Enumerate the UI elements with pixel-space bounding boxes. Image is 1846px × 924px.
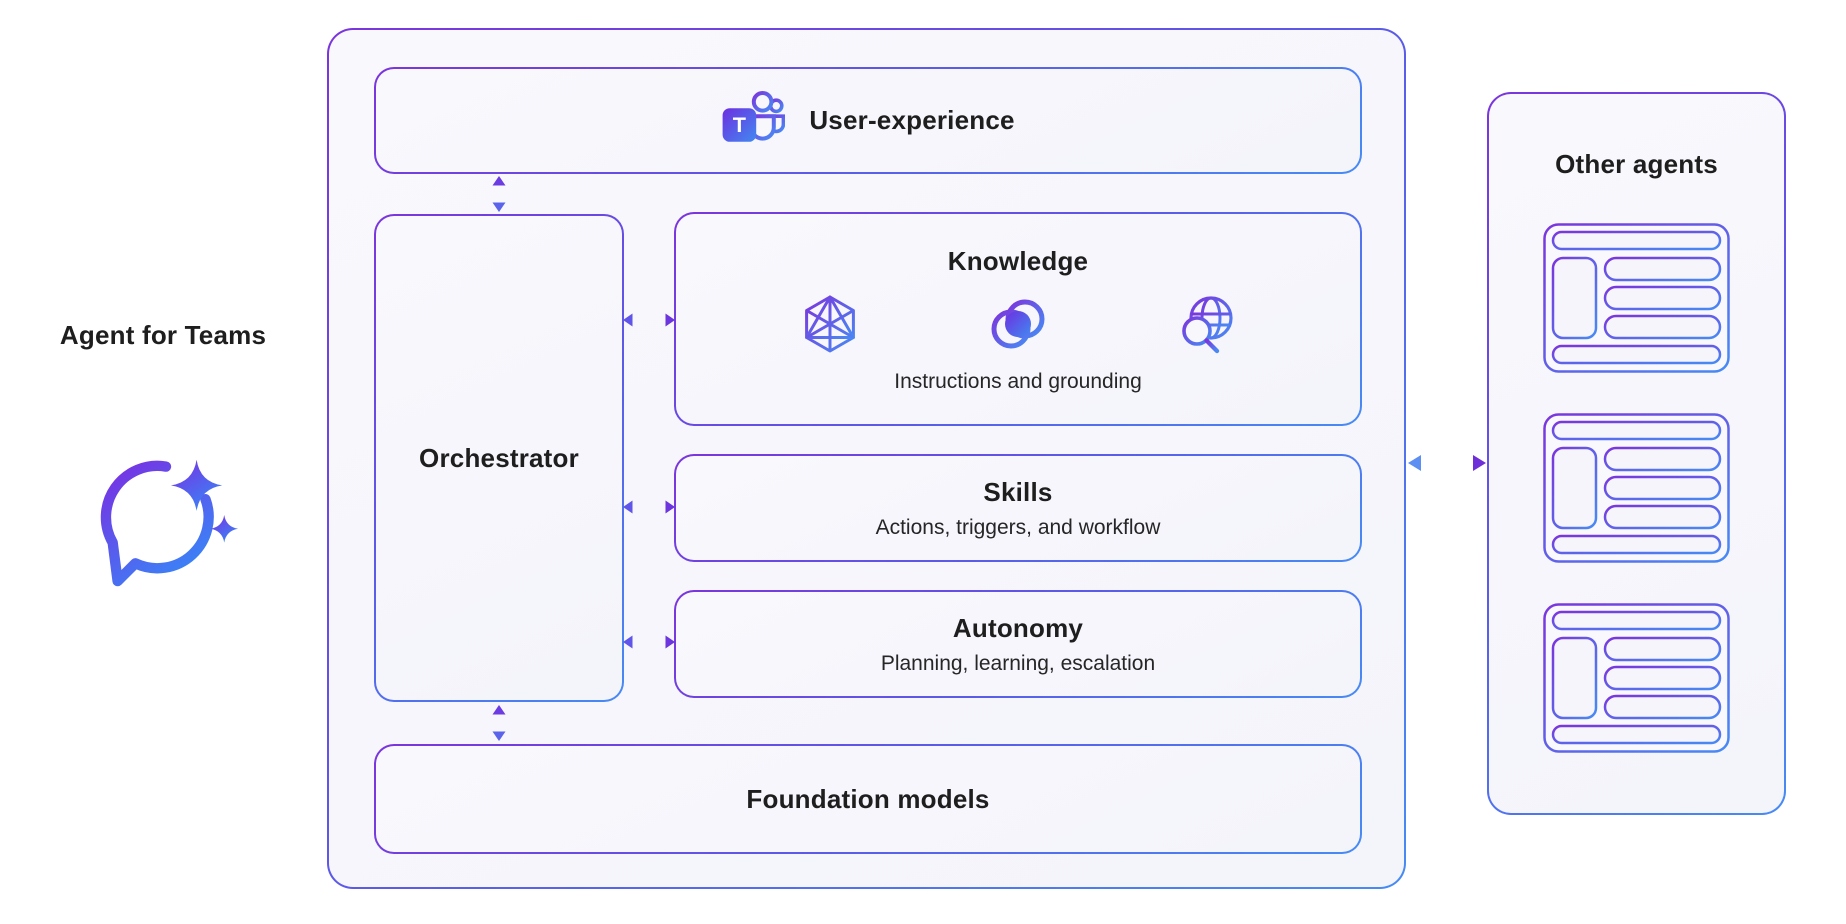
user-experience-title: User-experience	[809, 105, 1015, 135]
skills-caption: Actions, triggers, and workflow	[875, 515, 1161, 539]
arrow-orchestrator-skills	[623, 496, 675, 518]
icosahedron-icon	[797, 291, 863, 357]
arrow-dashed-other-agents	[1406, 450, 1488, 476]
autonomy-title: Autonomy	[952, 612, 1084, 643]
agent-window-icon	[1543, 603, 1730, 753]
chat-sparkle-icon	[86, 436, 244, 589]
arrow-orchestrator-autonomy	[623, 631, 675, 653]
knowledge-title: Knowledge	[947, 246, 1089, 276]
arrow-ux-orchestrator	[488, 176, 510, 212]
orchestrator-box: Orchestrator	[374, 214, 624, 702]
teams-icon: T	[721, 89, 786, 153]
autonomy-caption: Planning, learning, escalation	[880, 651, 1156, 675]
agent-for-teams-label: Agent for Teams	[59, 320, 267, 350]
arrow-orchestrator-foundation	[488, 705, 510, 741]
user-experience-box: T User-experience	[374, 67, 1362, 174]
other-agents-panel: Other agents	[1487, 92, 1786, 815]
agent-window-icon	[1543, 413, 1730, 563]
orchestrator-title: Orchestrator	[419, 442, 579, 473]
svg-text:T: T	[733, 112, 746, 137]
other-agents-title: Other agents	[1555, 149, 1718, 179]
globe-search-icon	[1173, 291, 1239, 357]
skills-box: Skills Actions, triggers, and workflow	[674, 454, 1362, 562]
agent-window-icon	[1543, 223, 1730, 373]
knowledge-box: Knowledge	[674, 212, 1362, 426]
autonomy-box: Autonomy Planning, learning, escalation	[674, 590, 1362, 698]
foundation-models-title: Foundation models	[746, 783, 990, 814]
vortex-icon	[985, 291, 1051, 357]
foundation-models-box: Foundation models	[374, 744, 1362, 854]
skills-title: Skills	[983, 476, 1053, 507]
agent-architecture-container: T User-experience Orchestrator Knowledge	[327, 28, 1406, 889]
arrow-orchestrator-knowledge	[623, 309, 675, 331]
knowledge-caption: Instructions and grounding	[894, 370, 1142, 393]
